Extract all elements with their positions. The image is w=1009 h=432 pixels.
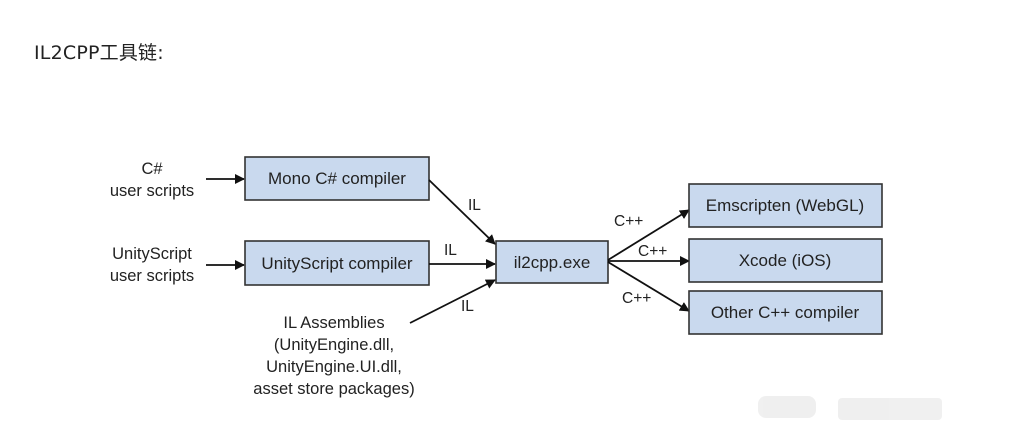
- arrow-assemblies-to-il2cpp: [409, 279, 496, 324]
- node-emscripten: Emscripten (WebGL): [688, 183, 883, 228]
- arrow-il2cpp-to-other: [607, 261, 690, 312]
- node-unityscript-compiler: UnityScript compiler: [244, 240, 430, 286]
- source-unityscript-line1: UnityScript: [112, 245, 192, 263]
- other-cpp-label: Other C++ compiler: [711, 303, 860, 322]
- unityscript-compiler-label: UnityScript compiler: [261, 254, 412, 273]
- edge-label-cpp-xcode: C++: [638, 243, 667, 260]
- source-unityscript: UnityScript user scripts: [110, 245, 194, 285]
- il2cpp-label: il2cpp.exe: [514, 253, 591, 272]
- assemblies-line4: asset store packages): [253, 380, 414, 398]
- edge-label-il-unityscript: IL: [444, 242, 457, 259]
- blurred-watermark: [758, 396, 942, 420]
- assemblies-line1: IL Assemblies: [283, 314, 384, 332]
- node-il2cpp: il2cpp.exe: [495, 240, 609, 284]
- node-xcode: Xcode (iOS): [688, 238, 883, 283]
- node-other-cpp: Other C++ compiler: [688, 290, 883, 335]
- xcode-label: Xcode (iOS): [739, 251, 832, 270]
- source-unityscript-line2: user scripts: [110, 267, 194, 285]
- edge-label-il-assemblies: IL: [461, 298, 474, 315]
- assemblies-line2: (UnityEngine.dll,: [274, 336, 394, 354]
- mono-compiler-label: Mono C# compiler: [268, 169, 406, 188]
- arrow-il2cpp-to-emscripten: [607, 209, 690, 261]
- source-csharp-line1: C#: [141, 160, 163, 178]
- source-il-assemblies: IL Assemblies (UnityEngine.dll, UnityEng…: [253, 314, 414, 398]
- edge-label-il-mono: IL: [468, 197, 481, 214]
- node-mono-compiler: Mono C# compiler: [244, 156, 430, 201]
- source-csharp-line2: user scripts: [110, 182, 194, 200]
- assemblies-line3: UnityEngine.UI.dll,: [266, 358, 402, 376]
- edge-label-cpp-emscripten: C++: [614, 213, 643, 230]
- emscripten-label: Emscripten (WebGL): [706, 196, 864, 215]
- edge-label-cpp-other: C++: [622, 290, 651, 307]
- arrow-mono-to-il2cpp: [428, 179, 496, 245]
- page-title: IL2CPP工具链:: [34, 42, 164, 64]
- source-csharp: C# user scripts: [110, 160, 194, 200]
